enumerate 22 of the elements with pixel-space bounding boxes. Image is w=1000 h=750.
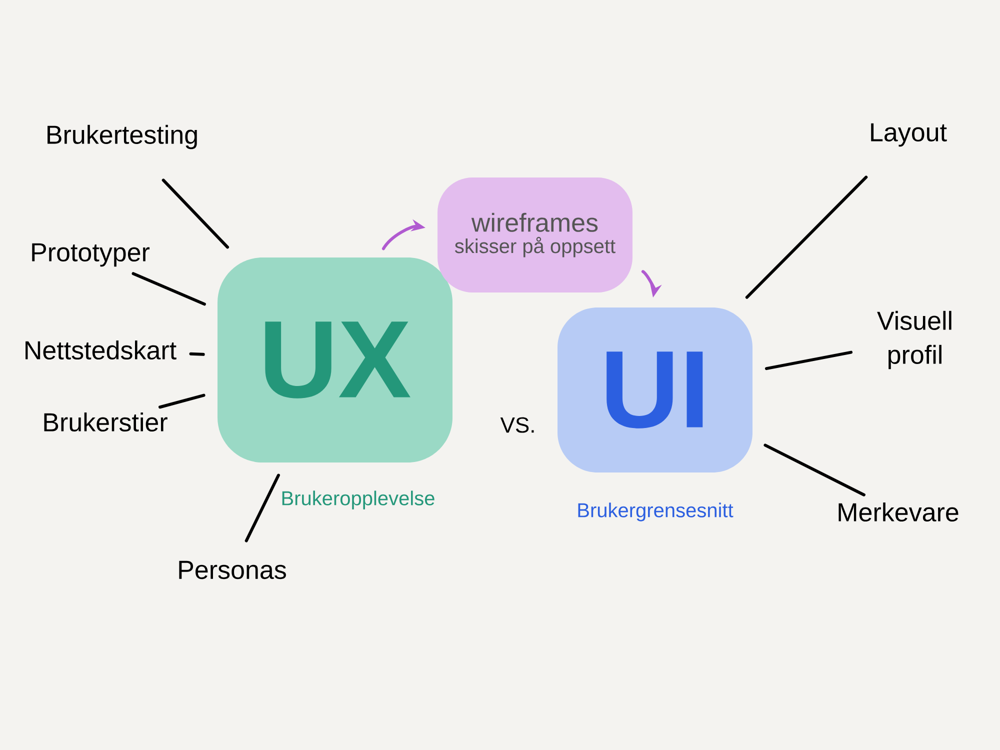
node-label: Brukergrensesnitt: [578, 502, 734, 522]
handwritten-label: Layout: [871, 123, 947, 147]
line: [189, 352, 205, 356]
line: [764, 350, 853, 370]
handwritten-label: Brukerstier: [44, 412, 168, 432]
handwritten-label: Nettstedskart: [26, 340, 176, 360]
node-label: Brukeropplevelse: [282, 490, 434, 510]
text-label: VS.: [500, 417, 534, 433]
handwritten-label: Merkevare: [838, 502, 958, 522]
paint-blob: UX: [218, 258, 452, 462]
handwritten-label: Prototyper: [32, 243, 150, 267]
paint-blob: UI: [558, 308, 752, 472]
line: [162, 178, 230, 249]
line: [764, 444, 866, 496]
handwritten-label: Personas: [179, 560, 286, 580]
handwritten-label: Visuell profil: [877, 310, 952, 370]
handwritten-label: Brukertesting: [48, 124, 197, 150]
paint-blob: wireframes skisser på oppsett: [438, 178, 632, 292]
line: [158, 394, 206, 409]
line: [745, 176, 868, 299]
line: [244, 474, 280, 542]
line: [132, 272, 206, 306]
